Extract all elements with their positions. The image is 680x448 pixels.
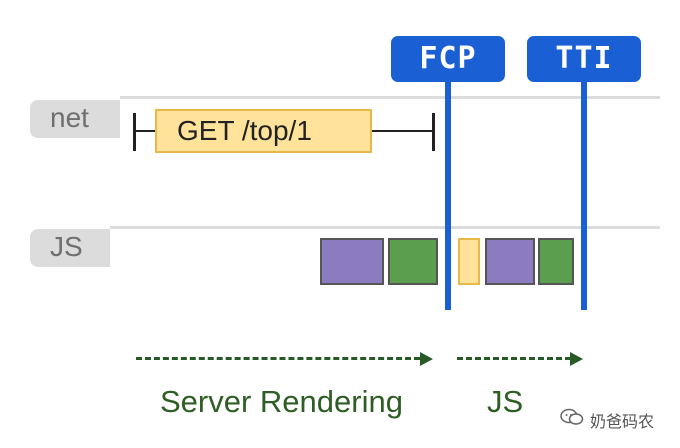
tti-marker-badge: TTI: [527, 36, 641, 82]
server-rendering-arrow-line: [136, 357, 420, 360]
js-task-block: [485, 238, 535, 285]
network-request-bar: GET /top/1: [155, 109, 372, 153]
js-track-label: JS: [30, 229, 110, 267]
server-rendering-label: Server Rendering: [160, 384, 403, 419]
net-track-label: net: [30, 100, 120, 138]
watermark-text: 奶爸码农: [590, 414, 655, 431]
js-phase-arrow-line: [457, 357, 571, 360]
js-phase-arrowhead: [570, 352, 583, 366]
request-end-tick: [432, 113, 435, 151]
wechat-icon: [560, 408, 584, 426]
request-wait-line-right: [372, 130, 434, 132]
net-track-line: [120, 96, 660, 99]
request-start-tick: [133, 113, 136, 151]
server-rendering-arrowhead: [420, 352, 433, 366]
js-track-line: [110, 226, 660, 229]
tti-marker-line: [581, 60, 587, 310]
network-request-label: GET /top/1: [177, 115, 312, 146]
js-task-block: [388, 238, 438, 285]
js-phase-label: JS: [487, 384, 524, 419]
fcp-marker-badge: FCP: [391, 36, 505, 82]
request-wait-line-left: [135, 130, 157, 132]
js-task-block: [458, 238, 480, 285]
fcp-marker-line: [445, 60, 451, 310]
js-task-block: [538, 238, 574, 285]
js-task-block: [320, 238, 384, 285]
